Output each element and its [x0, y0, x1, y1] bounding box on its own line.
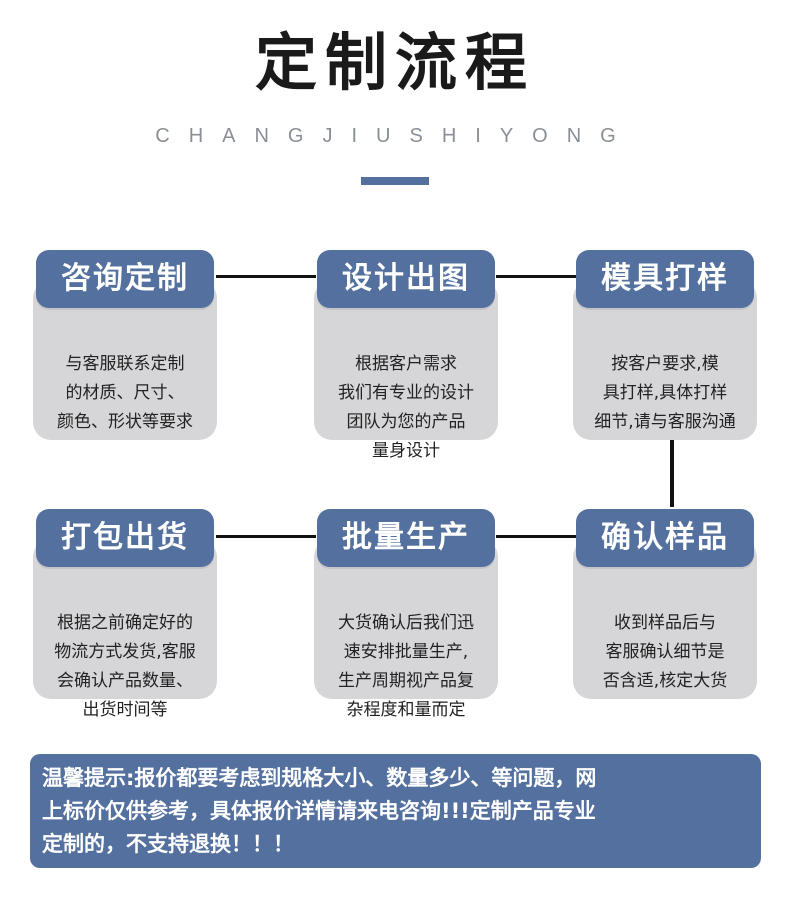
step-description-line: 团队为您的产品: [346, 412, 466, 432]
notice-text: 温馨提示:报价都要考虑到规格大小、数量多少、等问题，网 上标价仅供参考，具体报价…: [42, 762, 754, 861]
connector-4-5: [216, 535, 316, 538]
step-description-line: 与客服联系定制: [65, 354, 185, 374]
step-tab: 模具打样: [576, 250, 754, 308]
step-description: 与客服联系定制的材质、尺寸、颜色、形状等要求: [37, 350, 213, 437]
step-description-line: 物流方式发货,客服: [54, 642, 196, 662]
step-shipping: 根据之前确定好的物流方式发货,客服会确认产品数量、出货时间等 打包出货: [33, 509, 217, 720]
step-description-line: 按客户要求,模: [611, 354, 719, 374]
step-description-line: 客服确认细节是: [605, 642, 725, 662]
notice-line: 上标价仅供参考，具体报价详情请来电咨询!!!定制产品专业: [42, 799, 596, 823]
notice-line: 定制的，不支持退换！！！: [42, 832, 294, 856]
notice-box: 温馨提示:报价都要考虑到规格大小、数量多少、等问题，网 上标价仅供参考，具体报价…: [30, 754, 761, 868]
step-title: 确认样品: [601, 520, 729, 555]
step-description: 根据客户需求我们有专业的设计团队为您的产品量身设计: [318, 350, 494, 466]
step-description-line: 生产周期视产品复: [338, 671, 474, 691]
connector-3-6: [670, 440, 674, 507]
step-sampling: 按客户要求,模具打样,具体打样细节,请与客服沟通 模具打样: [573, 250, 757, 440]
step-description-line: 根据客户需求: [355, 354, 457, 374]
step-description-line: 否含适,核定大货: [602, 671, 728, 691]
step-tab: 批量生产: [317, 509, 495, 567]
step-tab: 咨询定制: [36, 250, 214, 308]
connector-5-6: [496, 535, 576, 538]
step-description-line: 会确认产品数量、: [57, 671, 193, 691]
step-description-line: 的材质、尺寸、: [65, 383, 185, 403]
step-description-line: 大货确认后我们迅: [338, 613, 474, 633]
step-tab: 打包出货: [36, 509, 214, 567]
step-description-line: 杂程度和量而定: [346, 700, 466, 720]
step-description-line: 具打样,具体打样: [602, 383, 728, 403]
step-design: 根据客户需求我们有专业的设计团队为您的产品量身设计 设计出图: [314, 250, 498, 461]
step-title: 咨询定制: [61, 261, 189, 296]
notice-line: 温馨提示:报价都要考虑到规格大小、数量多少、等问题，网: [42, 766, 597, 790]
step-description: 大货确认后我们迅速安排批量生产, 生产周期视产品复杂程度和量而定: [318, 609, 494, 725]
step-description-line: 根据之前确定好的: [57, 613, 193, 633]
title-underline: [361, 177, 429, 185]
step-description: 收到样品后与客服确认细节是否含适,核定大货: [577, 609, 753, 696]
step-description: 按客户要求,模具打样,具体打样细节,请与客服沟通: [577, 350, 753, 437]
page-title: 定制流程: [254, 26, 535, 99]
step-description-line: 量身设计: [372, 441, 440, 461]
step-tab: 设计出图: [317, 250, 495, 308]
step-title: 批量生产: [342, 520, 470, 555]
step-description-line: 出货时间等: [82, 700, 168, 720]
step-description-line: 收到样品后与: [614, 613, 716, 633]
step-confirm-sample: 收到样品后与客服确认细节是否含适,核定大货 确认样品: [573, 509, 757, 699]
step-consult: 与客服联系定制的材质、尺寸、颜色、形状等要求 咨询定制: [33, 250, 217, 440]
step-title: 设计出图: [342, 261, 470, 296]
step-description-line: 颜色、形状等要求: [57, 412, 193, 432]
step-title: 打包出货: [61, 520, 189, 555]
step-description-line: 细节,请与客服沟通: [594, 412, 736, 432]
step-description: 根据之前确定好的物流方式发货,客服会确认产品数量、出货时间等: [37, 609, 213, 725]
step-production: 大货确认后我们迅速安排批量生产, 生产周期视产品复杂程度和量而定 批量生产: [314, 509, 498, 720]
step-title: 模具打样: [601, 261, 729, 296]
connector-1-2: [216, 275, 316, 278]
page-subtitle: CHANGJIUSHIYONG: [155, 125, 635, 147]
connector-2-3: [496, 275, 576, 278]
step-description-line: 速安排批量生产,: [343, 642, 469, 662]
step-tab: 确认样品: [576, 509, 754, 567]
step-description-line: 我们有专业的设计: [338, 383, 474, 403]
